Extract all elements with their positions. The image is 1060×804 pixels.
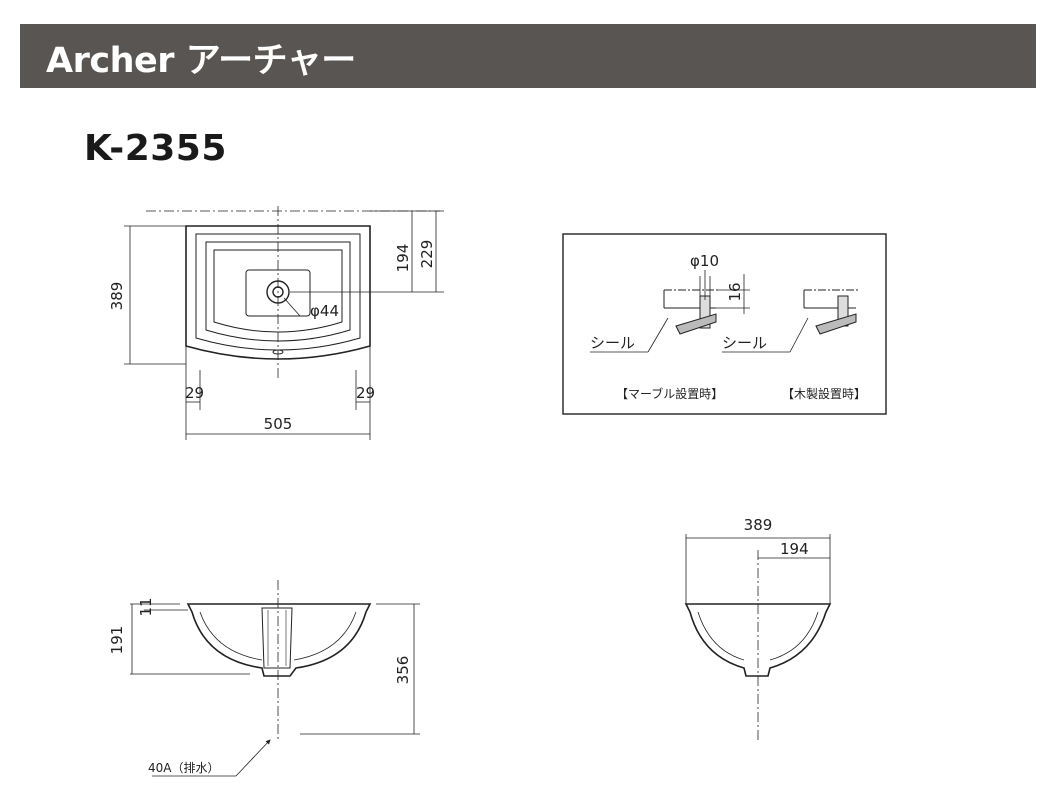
caption-wood: 【木製設置時】 xyxy=(782,386,866,401)
dim-11: 11 xyxy=(137,597,155,616)
top-view-bowl-inner xyxy=(213,249,343,333)
front-view-outline xyxy=(186,603,372,677)
dim-194-top: 194 xyxy=(394,244,412,273)
detail-view xyxy=(562,233,887,415)
dim-29-right: 29 xyxy=(356,384,375,402)
drain-label: 40A（排水） xyxy=(148,761,219,775)
dim-505: 505 xyxy=(264,415,293,433)
seal-label-marble: シール xyxy=(590,334,635,352)
top-view-rim-inner xyxy=(195,233,361,351)
top-view-outline xyxy=(185,225,371,360)
dim-194-side: 194 xyxy=(780,540,809,558)
front-view xyxy=(130,580,420,777)
dim-356: 356 xyxy=(394,656,412,685)
dim-drain-dia: φ44 xyxy=(310,302,339,320)
front-view-drain xyxy=(261,607,293,669)
seal-label-wood: シール xyxy=(722,334,767,352)
dim-389-side: 389 xyxy=(744,516,773,534)
model-number: K-2355 xyxy=(84,128,227,169)
dim-191: 191 xyxy=(108,626,126,655)
page-title: Archer アーチャー xyxy=(46,41,356,81)
side-view-outline xyxy=(684,603,832,677)
dim-229-top: 229 xyxy=(418,240,436,269)
dim-29-left: 29 xyxy=(185,384,204,402)
header-bar: Archer アーチャー xyxy=(20,24,1036,88)
side-view xyxy=(684,534,832,742)
dim-16: 16 xyxy=(726,282,744,301)
detail-frame xyxy=(562,233,887,415)
top-view-bowl xyxy=(205,241,351,342)
caption-marble: 【マーブル設置時】 xyxy=(616,386,723,401)
dim-389-top: 389 xyxy=(108,282,126,311)
top-view xyxy=(124,206,444,440)
dim-hole-dia: φ10 xyxy=(690,252,719,270)
